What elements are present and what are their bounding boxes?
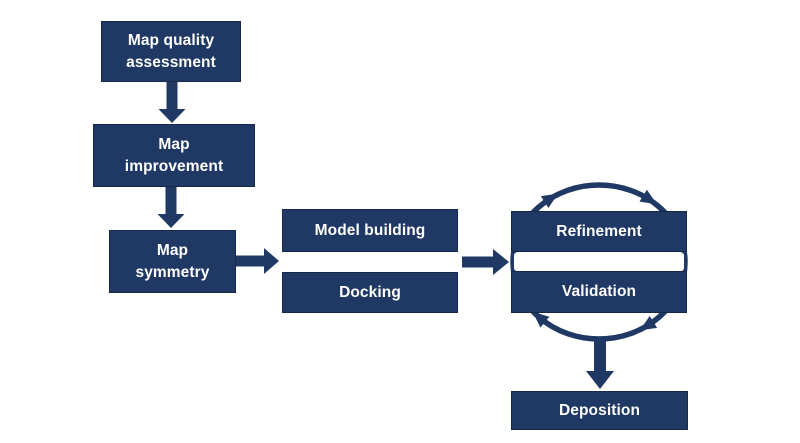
- cycle-gap-mask: [514, 252, 684, 271]
- arrow-cycle-to-deposition: [586, 338, 614, 389]
- node-model-building: Model building: [282, 209, 458, 252]
- node-docking: Docking: [282, 272, 458, 313]
- cycle-arrowhead-top-left-icon: [540, 193, 559, 209]
- arrow-map-symmetry-to-model-building-docking: [236, 248, 279, 274]
- node-map-improvement: Map improvement: [93, 124, 255, 187]
- node-refinement: Refinement: [511, 211, 687, 252]
- node-map-symmetry: Map symmetry: [109, 230, 236, 293]
- node-deposition: Deposition: [511, 391, 688, 430]
- node-validation: Validation: [511, 271, 687, 313]
- arrow-docking-to-refinement-validation: [462, 249, 509, 275]
- node-map-quality-assessment: Map quality assessment: [101, 21, 241, 82]
- cycle-arrowhead-bottom-left-icon: [532, 311, 550, 328]
- cycle-arrowhead-bottom-right-icon: [639, 315, 658, 331]
- arrow-map-quality-to-map-improvement: [158, 82, 186, 123]
- cycle-arrowhead-top-right-icon: [639, 189, 657, 205]
- arrow-map-improvement-to-map-symmetry: [157, 187, 185, 228]
